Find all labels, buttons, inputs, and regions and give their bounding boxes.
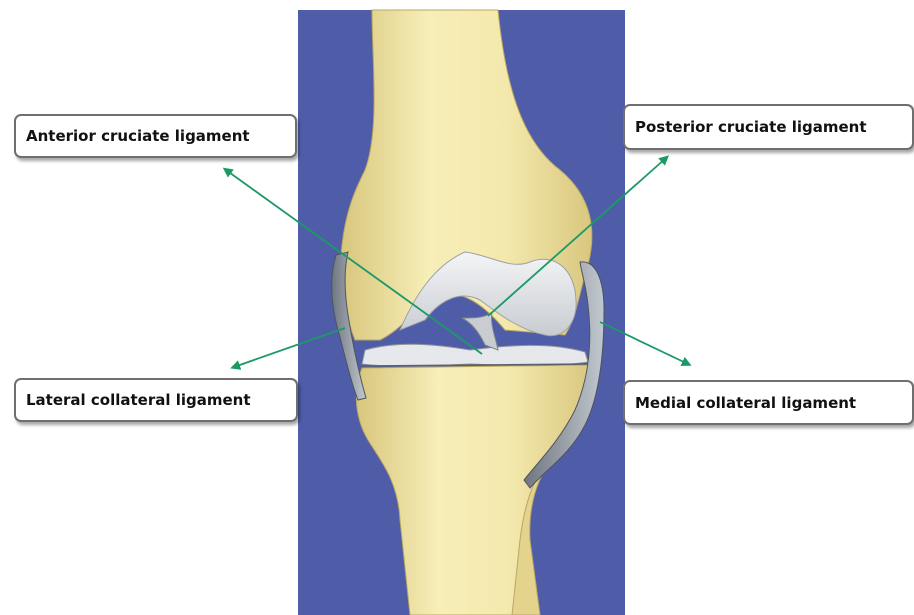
medial-collateral-ligament-label: Medial collateral ligament — [623, 380, 914, 425]
anterior-cruciate-ligament-label: Anterior cruciate ligament — [14, 114, 297, 158]
posterior-cruciate-ligament-label: Posterior cruciate ligament — [623, 104, 914, 150]
lateral-collateral-ligament-label: Lateral collateral ligament — [14, 378, 298, 422]
